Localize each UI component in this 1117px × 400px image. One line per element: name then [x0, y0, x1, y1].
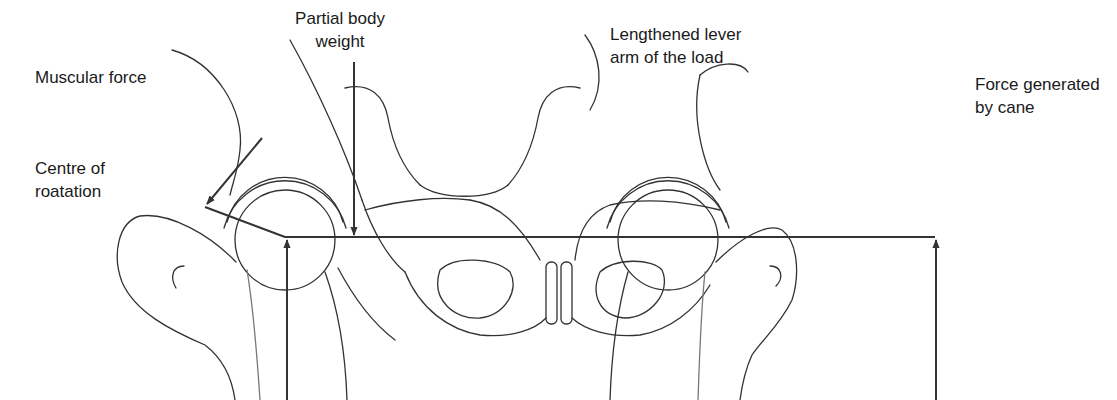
- annotation-label: Lengthened lever arm of the load: [610, 24, 770, 70]
- joint-reaction-arrow: [286, 240, 288, 400]
- annotation-label: Force generated by cane: [975, 74, 1113, 120]
- muscle-lever-line: [205, 207, 285, 237]
- bone-outlines: [117, 35, 796, 400]
- annotation-label: Centre of roatation: [35, 158, 127, 204]
- cane-force-arrow: [935, 240, 937, 400]
- annotation-label: Muscular force: [35, 67, 205, 90]
- annotation-label: Partial body weight: [280, 8, 400, 54]
- muscle-force-arrow: [207, 138, 262, 204]
- body-weight-arrow: [353, 62, 355, 235]
- force-lines: [205, 62, 936, 400]
- lever-arm-line: [285, 236, 935, 238]
